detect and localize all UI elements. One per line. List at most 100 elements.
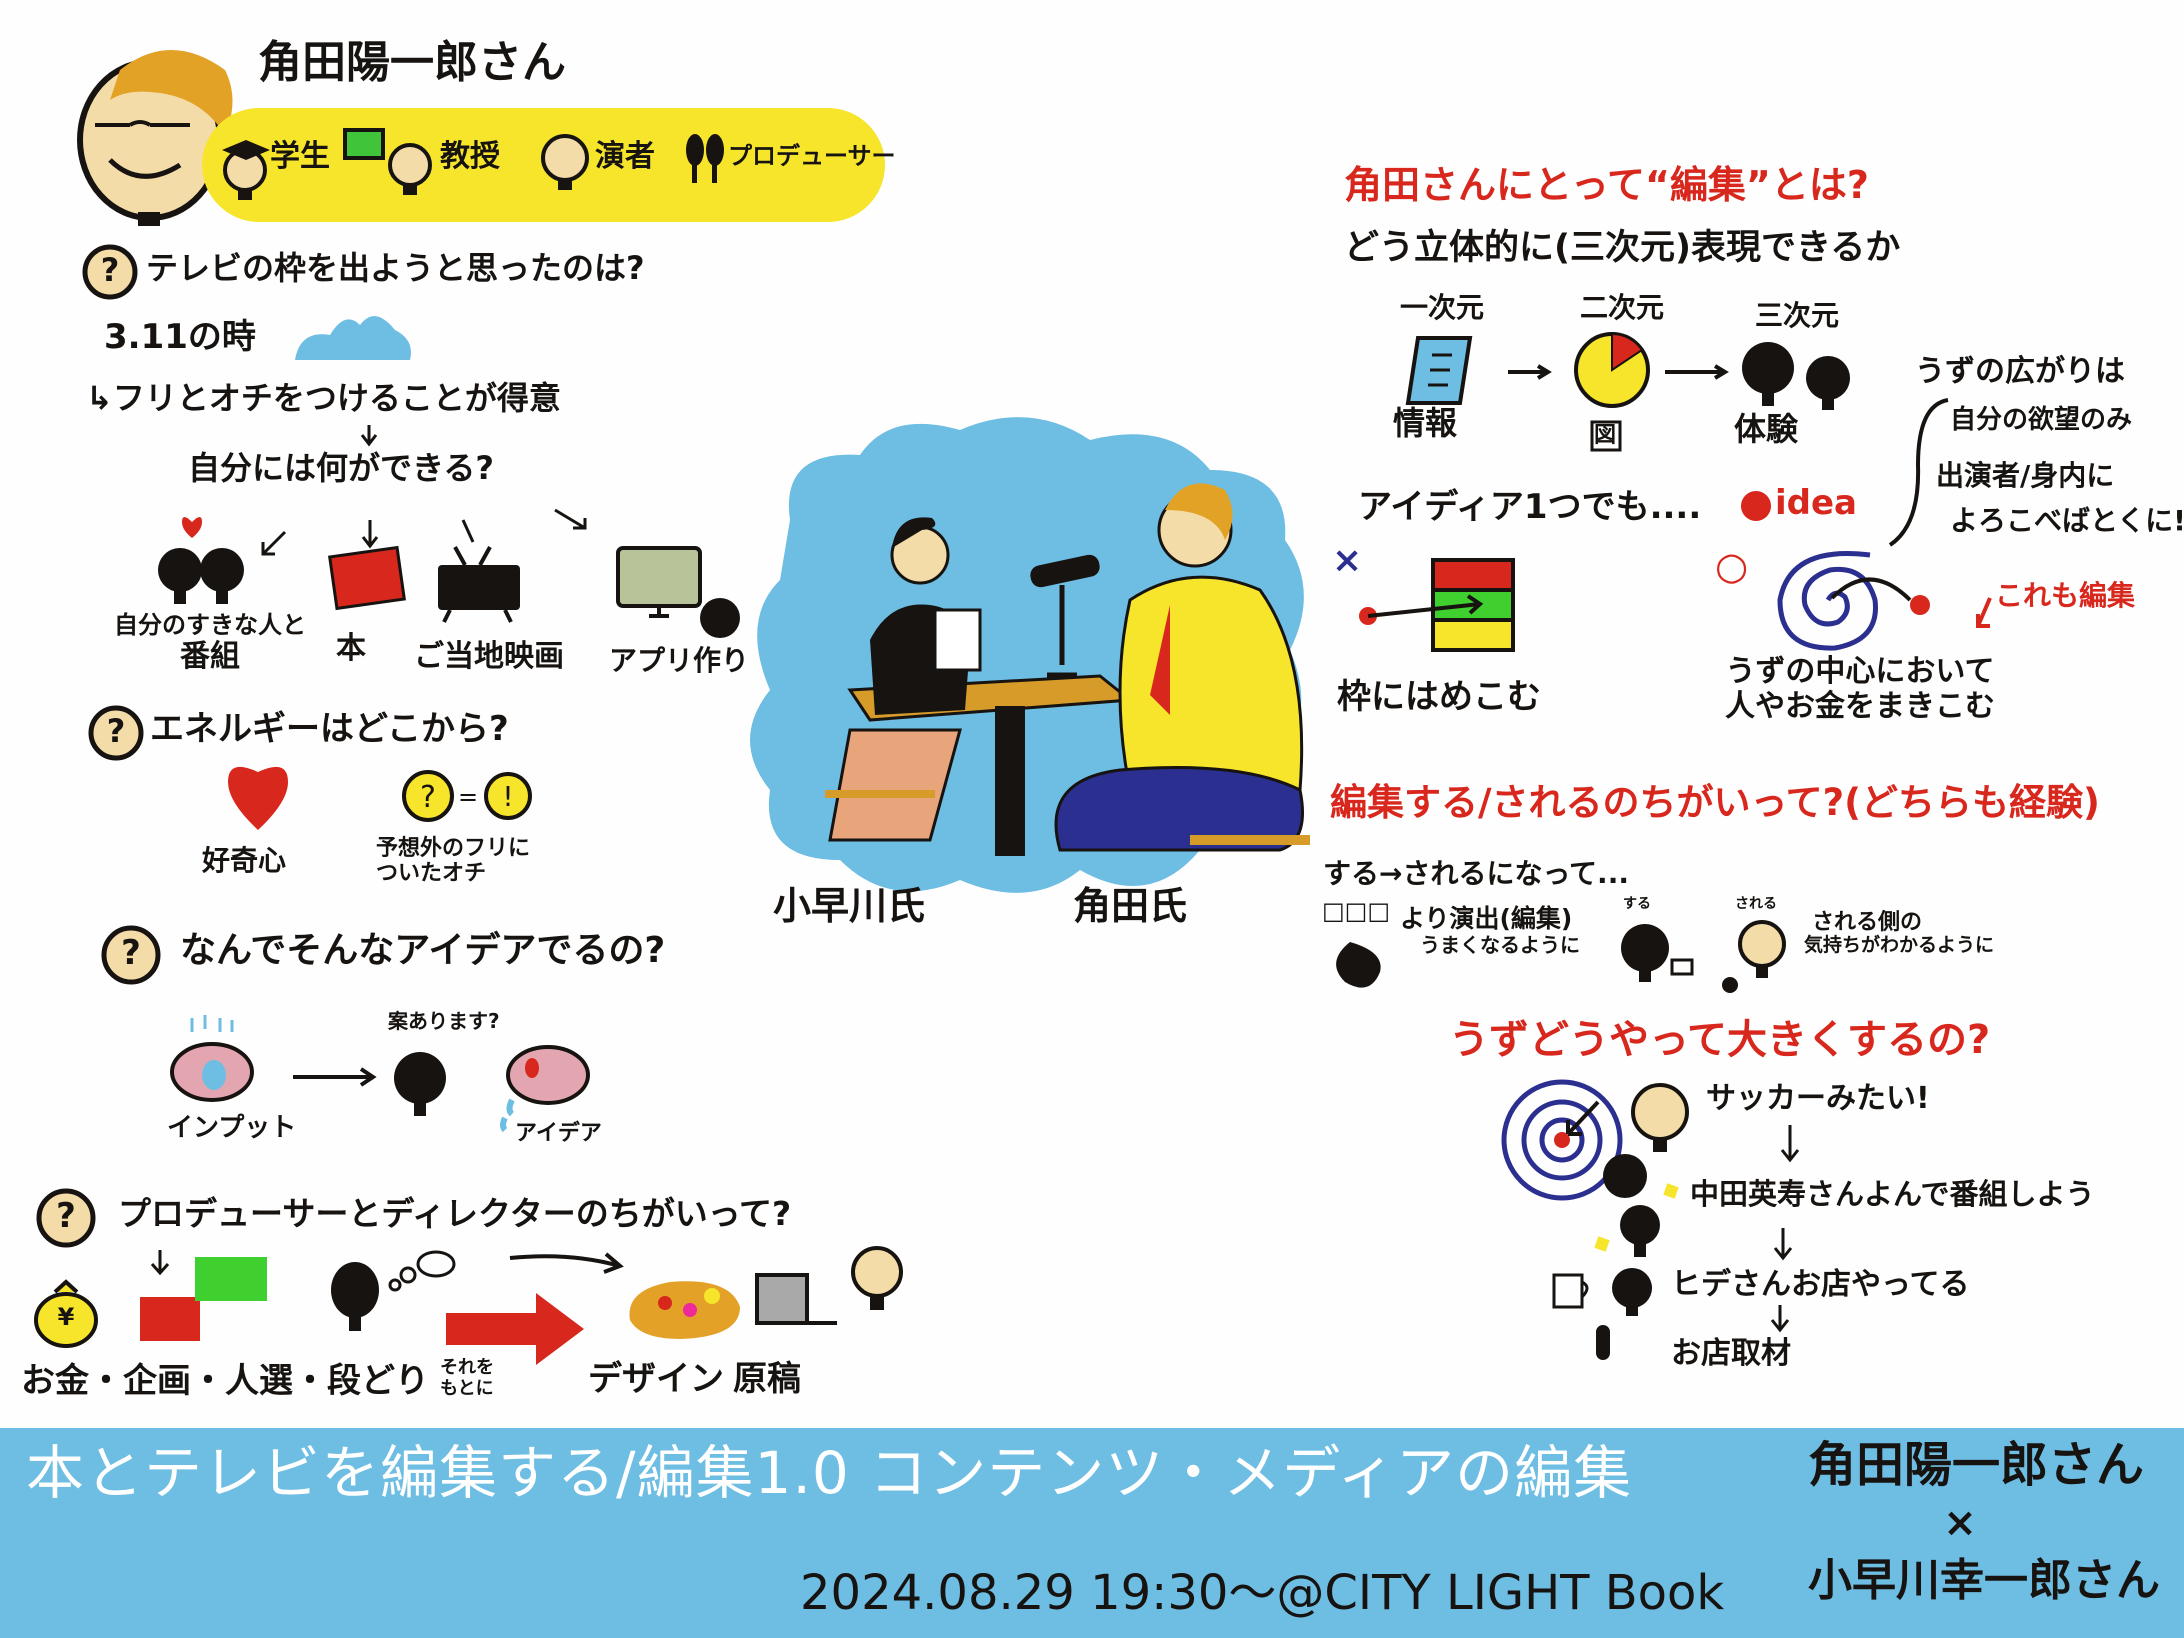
option-book: 本 <box>336 631 366 666</box>
svg-text:=: = <box>458 783 478 811</box>
brain-idea-icon <box>500 1045 590 1133</box>
arrow-down-icon <box>1770 1305 1790 1333</box>
label-kobayakawa: 小早川氏 <box>773 884 926 928</box>
q1-when: 3.11の時 <box>104 317 256 357</box>
idea-line: アイディア1つでも.... <box>1358 487 1702 527</box>
doer-head-icon <box>1621 924 1694 982</box>
mug-icon <box>1552 1273 1589 1309</box>
twist-line: 予想外のフリに <box>376 836 531 861</box>
event-datetime-venue: 2024.08.29 19:30〜@CITY LIGHT Book <box>800 1565 1725 1621</box>
thinking-person-icon <box>331 1250 456 1331</box>
arrow-icon <box>554 508 587 530</box>
swirl-line: 人やお金をまきこむ <box>1725 688 1995 724</box>
money-bag-icon <box>34 1279 98 1348</box>
laptop-writer-icon <box>755 1246 903 1325</box>
spread-line: 自分の欲望のみ <box>1950 405 2133 435</box>
option-local-film: ご当地映画 <box>414 639 564 674</box>
interview-scene-illustration <box>750 417 1310 893</box>
role-producer: プロデューサー <box>728 142 896 170</box>
input-label: インプット <box>167 1113 297 1143</box>
professor-icon <box>343 128 432 195</box>
connector-line: もとに <box>440 1377 494 1399</box>
computer-icon <box>616 546 740 638</box>
diff-intro: する→されるになって... <box>1323 857 1629 890</box>
q3-question: なんでそんなアイデアでるの? <box>180 930 666 971</box>
soccer-person-icon <box>1631 1083 1689 1152</box>
idea-red-dot-icon <box>1741 491 1771 521</box>
two-people-icon <box>158 548 244 604</box>
do-label: する <box>1623 896 1651 912</box>
q2-question: エネルギーはどこから? <box>150 709 509 749</box>
svg-text:!: ! <box>502 780 513 813</box>
role-performer: 演者 <box>595 139 655 174</box>
question-circle-icon <box>36 1188 96 1248</box>
arrow-down-icon <box>150 1250 170 1276</box>
role-student: 学生 <box>270 139 330 174</box>
receiver-head-icon <box>1722 920 1786 993</box>
option-line: 番組 <box>180 638 240 674</box>
diff-line: 気持ちがわかるように <box>1804 934 1995 957</box>
dimension-2-label: 図 <box>1594 423 1617 448</box>
q1-ask: 自分には何ができる? <box>188 449 494 487</box>
question-mark: ? <box>56 1196 76 1236</box>
frame-box-icon <box>1359 558 1515 652</box>
shop-head-icon <box>1612 1268 1652 1316</box>
performer-icon <box>541 134 589 190</box>
diff-line: より演出(編集) <box>1400 904 1573 933</box>
idea-bubble-text: 案あります? <box>388 1009 500 1033</box>
collab-x: × <box>1943 1500 1977 1546</box>
producer-roles: お金・企画・人選・段どり <box>21 1361 429 1401</box>
brace-line <box>1888 398 1949 547</box>
connector-line: それを <box>440 1357 494 1378</box>
question-mark: ? <box>106 712 126 750</box>
plan-green-card <box>195 1257 267 1301</box>
event-title: 本とテレビを編集する/編集1.0 コンテンツ・メディアの編集 <box>26 1439 1633 1507</box>
swirl-icon <box>1777 550 1930 651</box>
role-professor: 教授 <box>440 139 500 174</box>
sparkle-icon <box>1594 1236 1610 1252</box>
q1-question: テレビの枠を出ようと思ったのは? <box>146 249 645 287</box>
spread-line: よろこべばとくに! <box>1950 504 2184 537</box>
diff-right-text: される側の 気持ちがわかるように <box>1804 910 1994 957</box>
right-mark: ○ <box>1715 544 1749 588</box>
option-favorite-people-show: 自分のすきな人と 番組 <box>100 611 320 674</box>
question-mark: ? <box>100 251 120 289</box>
figure-box-icon <box>1590 420 1622 452</box>
diff-line: うまくなるように <box>1420 932 1580 957</box>
swirl-line: うずの中心において <box>1725 654 1995 689</box>
question-circle-icon <box>82 244 138 300</box>
microphone-icon <box>1596 1325 1610 1360</box>
soccer-ball-icon <box>1603 1154 1647 1198</box>
spread-heading: うずの広がりは <box>1915 354 2125 389</box>
twist-line: ついたオチ <box>376 861 487 887</box>
palette-icon <box>629 1281 740 1339</box>
speaker-2: 小早川幸一郎さん <box>1808 1555 2160 1606</box>
sparkle-icon <box>1663 1183 1679 1199</box>
director-manuscript: 原稿 <box>733 1359 801 1399</box>
editing-subtitle: どう立体的に(三次元)表現できるか <box>1344 228 1901 268</box>
target-swirl-icon <box>1501 1079 1623 1201</box>
arrow-icon <box>361 520 379 549</box>
q1-point: ↳フリとオチをつけることが得意 <box>86 379 561 417</box>
director-design: デザイン <box>588 1359 724 1399</box>
grow-step: 中田英寿さんよんで番組しよう <box>1690 1177 2095 1211</box>
diff-line: される側の <box>1812 910 1923 935</box>
diff-title: 編集する/されるのちがいって?(どちらも経験) <box>1330 781 2100 824</box>
arrow-right-icon <box>1665 364 1729 380</box>
arrow-right-icon <box>509 1252 624 1274</box>
editing-title: 角田さんにとって“編集”とは? <box>1344 163 1869 207</box>
option-line: 自分のすきな人と <box>114 611 306 639</box>
connector-label: それを もとに <box>440 1357 494 1399</box>
yen-sign: ¥ <box>57 1303 75 1331</box>
dimension-2-heading: 二次元 <box>1580 291 1665 324</box>
done-label: される <box>1735 896 1777 912</box>
tv-icon <box>438 546 520 623</box>
q4-question: プロデューサーとディレクターのちがいって? <box>118 1194 792 1233</box>
swirl-label: うずの中心において 人やお金をまきこむ <box>1690 654 2030 724</box>
speaker-name: 角田陽一郎さん <box>258 37 566 88</box>
frame-label: 枠にはめこむ <box>1337 677 1541 717</box>
diff-boxes: □□□ <box>1322 897 1391 925</box>
question-equals-exclamation-icon: ? = ! <box>402 770 532 822</box>
plan-red-card <box>140 1297 200 1341</box>
label-kakuta: 角田氏 <box>1073 884 1188 928</box>
